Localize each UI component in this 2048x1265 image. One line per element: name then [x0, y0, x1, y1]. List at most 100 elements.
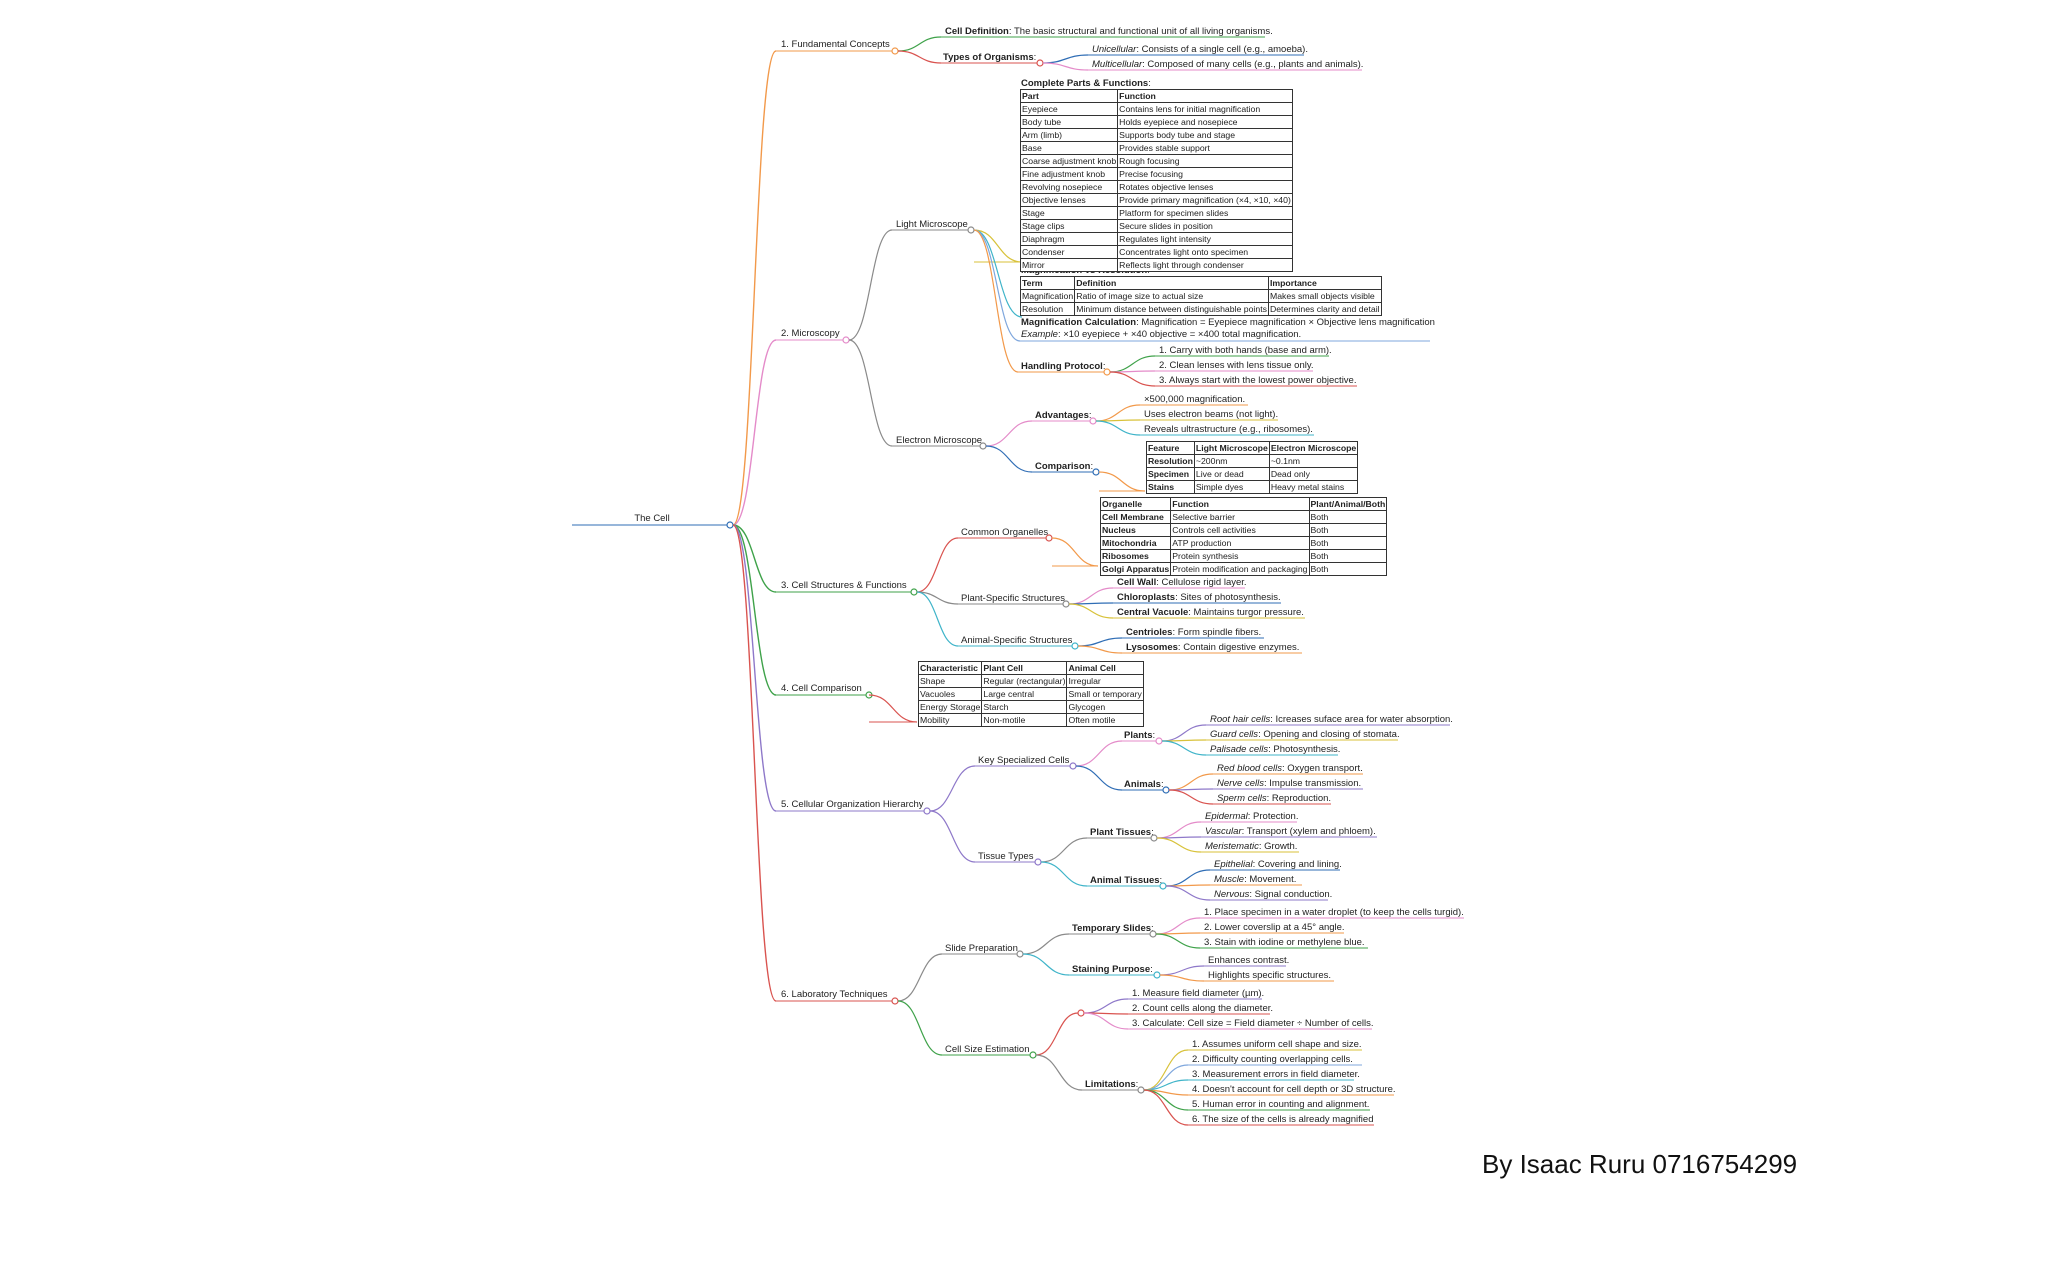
handling-step-3-part: 3. Always start with the lowest power ob…: [1159, 375, 1356, 386]
nervous-tissue: Nervous: Signal conduction.: [1214, 889, 1332, 900]
branch-b6-node[interactable]: [891, 997, 899, 1005]
animals-label-part: :: [1161, 779, 1164, 790]
staining-item-2-link: [1159, 974, 1205, 982]
branch-b2-node[interactable]: [842, 336, 850, 344]
key-cells-node[interactable]: [1069, 762, 1077, 770]
epidermal-tissue-part: Epidermal: [1205, 811, 1249, 822]
size-est-node[interactable]: [1029, 1051, 1037, 1059]
staining-node[interactable]: [1153, 971, 1161, 979]
animal-tissues-node[interactable]: [1159, 882, 1167, 890]
table-cell: Both: [1308, 510, 1388, 524]
table-cell: Both: [1308, 562, 1388, 576]
author-credit: By Isaac Ruru 0716754299: [1482, 1149, 1798, 1179]
light-microscope-node[interactable]: [967, 226, 975, 234]
table-cell: Regular (rectangular): [981, 674, 1068, 688]
table-cell: Base: [1019, 141, 1119, 155]
cell-definition-part: : The basic structural and functional un…: [1009, 26, 1273, 37]
table-cell: Both: [1308, 536, 1388, 550]
handling-node[interactable]: [1103, 368, 1111, 376]
table-cell: Often motile: [1066, 713, 1144, 727]
branch-b1-node[interactable]: [891, 47, 899, 55]
staining-item-2-part: Highlights specific structures.: [1208, 970, 1331, 981]
electron-microscope-node[interactable]: [979, 442, 987, 450]
table-cell: Stage: [1019, 206, 1119, 220]
tissue-types-node[interactable]: [1034, 858, 1042, 866]
table-cell: Diaphragm: [1019, 232, 1119, 246]
types-node[interactable]: [1036, 59, 1044, 67]
plant-tissues-label: Plant Tissues:: [1090, 827, 1154, 838]
table-header-cell: Plant Cell: [981, 661, 1068, 675]
magnification-example-part: : ×10 eyepiece + ×40 objective = ×400 to…: [1058, 329, 1301, 340]
limits-link: [1035, 1054, 1083, 1091]
table-cell: Fine adjustment knob: [1019, 167, 1119, 181]
advantages-node[interactable]: [1089, 417, 1097, 425]
staining-item-1-link: [1159, 965, 1205, 976]
temp-step-3: 3. Stain with iodine or methylene blue.: [1204, 937, 1365, 948]
slide-prep-node[interactable]: [1016, 950, 1024, 958]
comparison-node[interactable]: [1092, 468, 1100, 476]
advantage-3-part: Reveals ultrastructure (e.g., ribosomes)…: [1144, 424, 1313, 435]
limits-node[interactable]: [1137, 1086, 1145, 1094]
table-cell: Small or temporary: [1066, 687, 1144, 701]
table-cell: Starch: [981, 700, 1068, 714]
limitation-2: 2. Difficulty counting overlapping cells…: [1192, 1054, 1353, 1065]
advantages-label: Advantages:: [1035, 410, 1092, 421]
table-cell: Controls cell activities: [1170, 523, 1310, 537]
animals-node[interactable]: [1162, 786, 1170, 794]
plant-tissues-node[interactable]: [1150, 834, 1158, 842]
handling-protocol-part: Handling Protocol: [1021, 361, 1103, 372]
root-hair-cells: Root hair cells: Icreases suface area fo…: [1210, 714, 1453, 725]
table-cell: Non-motile: [981, 713, 1068, 727]
table-header-cell: Characteristic: [917, 661, 983, 675]
root-label-part: The Cell: [634, 513, 669, 524]
animal-tissues-label-part: :: [1160, 875, 1163, 886]
sperm-cells-link: [1168, 789, 1214, 805]
lysosomes: Lysosomes: Contain digestive enzymes.: [1126, 642, 1299, 653]
limitation-6-part: 6. The size of the cells is already magn…: [1192, 1114, 1373, 1125]
magnification-calculation-part: : Magnification = Eyepiece magnification…: [1136, 317, 1435, 328]
staining-purpose-label: Staining Purpose:: [1072, 964, 1153, 975]
centrioles-part: Centrioles: [1126, 627, 1172, 638]
multicellular-part: : Composed of many cells (e.g., plants a…: [1142, 59, 1363, 70]
temp-step-1: 1. Place specimen in a water droplet (to…: [1204, 907, 1464, 918]
nervous-tissue-part: : Signal conduction.: [1249, 889, 1332, 900]
animal-tissues-label: Animal Tissues:: [1090, 875, 1162, 886]
animal-structures-node[interactable]: [1071, 642, 1079, 650]
branch-b3-node[interactable]: [910, 588, 918, 596]
table-cell: Rotates objective lenses: [1117, 180, 1293, 194]
branch-b5-node[interactable]: [923, 807, 931, 815]
animal-structures-label-part: Animal-Specific Structures: [961, 635, 1073, 646]
table-cell: Mirror: [1019, 258, 1119, 272]
parts-title-part: Complete Parts & Functions: [1021, 78, 1148, 89]
comparison-label: Comparison:: [1035, 461, 1093, 472]
temp-slides-node[interactable]: [1149, 930, 1157, 938]
steps-node[interactable]: [1077, 1009, 1085, 1017]
key-specialized-cells-label-part: Key Specialized Cells: [978, 755, 1070, 766]
table-header-cell: Feature: [1146, 441, 1195, 455]
unicellular-part: : Consists of a single cell (e.g., amoeb…: [1136, 44, 1308, 55]
sperm-cells-part: : Reproduction.: [1267, 793, 1331, 804]
plants-node[interactable]: [1155, 737, 1163, 745]
parts-title-part: :: [1148, 78, 1151, 89]
slide-preparation-label: Slide Preparation: [945, 943, 1018, 954]
light-microscope-label: Light Microscope: [896, 219, 968, 230]
root-node[interactable]: [726, 521, 734, 529]
common-organelles-node[interactable]: [1045, 534, 1053, 542]
plants-label-part: Plants: [1124, 730, 1153, 741]
limitation-1-link: [1143, 1049, 1189, 1091]
lysosomes-part: Lysosomes: [1126, 642, 1178, 653]
branch-b4-label: 4. Cell Comparison: [781, 683, 862, 694]
table-cell: Regulates light intensity: [1117, 232, 1293, 246]
plant-structures-node[interactable]: [1062, 600, 1070, 608]
table-cell: ATP production: [1170, 536, 1310, 550]
plants-label-part: :: [1153, 730, 1156, 741]
magnification-calculation-part: Magnification Calculation: [1021, 317, 1136, 328]
